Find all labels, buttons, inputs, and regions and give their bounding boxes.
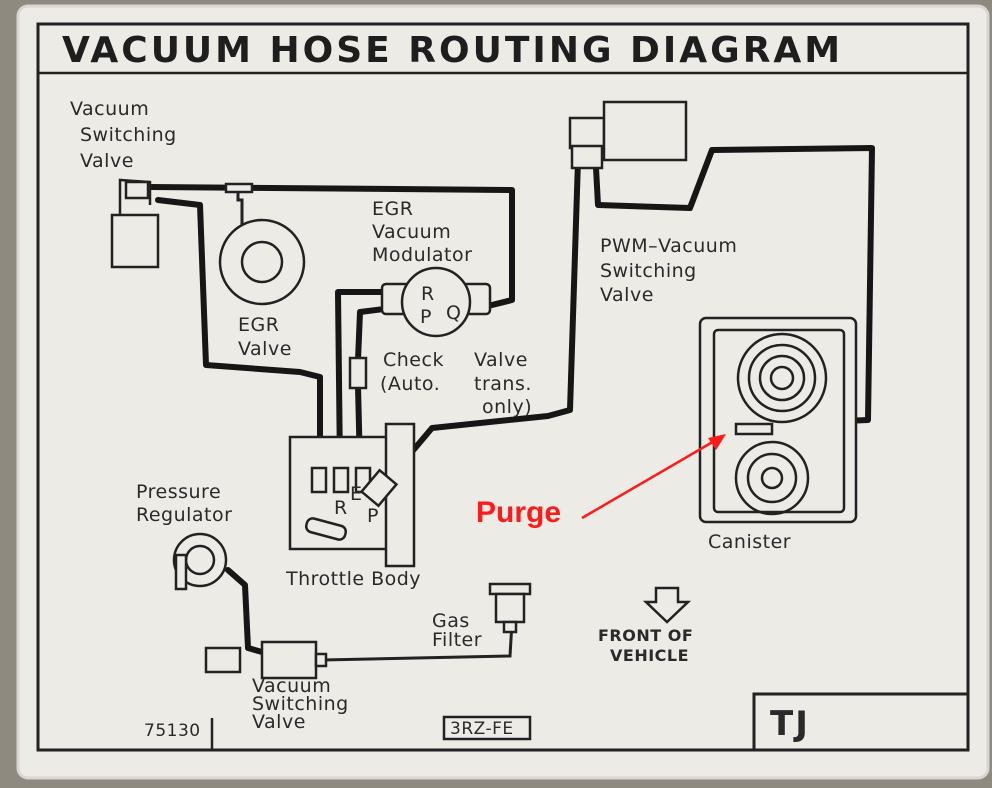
label-egr-mod-3: Modulator xyxy=(372,244,472,266)
label-pressure-1: Pressure xyxy=(136,481,221,503)
port-q-label: Q xyxy=(446,302,461,324)
hose-regulator-to-vsv xyxy=(225,567,265,655)
label-pressure-2: Regulator xyxy=(136,504,232,526)
port-p-label: P xyxy=(420,306,432,328)
label-gas-2: Filter xyxy=(432,629,482,651)
diagram-title: VACUUM HOSE ROUTING DIAGRAM xyxy=(62,30,843,71)
purge-arrow-line xyxy=(581,438,717,520)
label-canister: Canister xyxy=(708,531,791,553)
check-valve xyxy=(348,356,368,390)
label-egr-valve-2: Valve xyxy=(238,338,292,360)
gas-filter xyxy=(488,582,532,634)
vacuum-switching-valve-top xyxy=(110,178,160,269)
throttle-body xyxy=(288,422,416,568)
label-egr-mod-2: Vacuum xyxy=(372,221,451,243)
hose-vsv-to-filter xyxy=(321,621,514,662)
part-number: 75130 xyxy=(144,721,201,741)
purge-arrow-head xyxy=(708,434,726,450)
label-vsv-bottom-3: Valve xyxy=(252,711,306,733)
label-panel xyxy=(16,4,990,780)
label-check-1: Check xyxy=(383,349,444,371)
label-egr-valve-1: EGR xyxy=(238,314,279,336)
port-r-label: R xyxy=(421,283,435,305)
purge-annotation: Purge xyxy=(476,496,561,529)
label-vsv-bottom-2: Switching xyxy=(252,693,349,715)
label-gas-1: Gas xyxy=(432,610,470,632)
label-front-1: FRONT OF xyxy=(598,626,693,645)
inner-border xyxy=(36,22,970,752)
label-egr-mod-1: EGR xyxy=(372,198,413,220)
model-code-frame xyxy=(752,692,968,750)
label-vsv-top-3: Valve xyxy=(80,150,134,172)
throttle-port-e: E xyxy=(350,483,363,505)
engine-code-box xyxy=(442,715,532,741)
charcoal-canister xyxy=(698,316,858,524)
engine-code: 3RZ-FE xyxy=(450,719,514,739)
label-check-2: (Auto. xyxy=(380,373,440,395)
label-throttle-body: Throttle Body xyxy=(285,568,421,590)
throttle-port-p: P xyxy=(367,505,379,527)
throttle-port-r: R xyxy=(334,497,348,519)
label-valve-2: trans. xyxy=(474,373,532,395)
front-arrow-icon xyxy=(642,586,692,624)
hose-vsv-to-throttle xyxy=(155,197,323,471)
pressure-regulator xyxy=(172,532,228,591)
pwm-vacuum-switching-valve xyxy=(568,100,688,170)
label-front-2: VEHICLE xyxy=(610,646,689,665)
label-valve-3: only) xyxy=(482,396,532,418)
label-valve-1: Valve xyxy=(474,349,528,371)
label-pwm-1: PWM–Vacuum xyxy=(600,235,737,257)
hose-modulator-r xyxy=(335,289,391,471)
label-vsv-top-2: Switching xyxy=(80,124,177,146)
vacuum-switching-valve-bottom xyxy=(204,640,328,680)
label-vsv-top-1: Vacuum xyxy=(70,98,149,120)
hose-vsv-to-modulator xyxy=(147,184,515,309)
label-pwm-3: Valve xyxy=(600,284,654,306)
label-pwm-2: Switching xyxy=(600,260,697,282)
label-vsv-bottom-1: Vacuum xyxy=(252,675,331,697)
egr-valve xyxy=(218,182,306,306)
model-code: TJ xyxy=(770,704,810,744)
egr-vacuum-modulator xyxy=(380,266,492,338)
